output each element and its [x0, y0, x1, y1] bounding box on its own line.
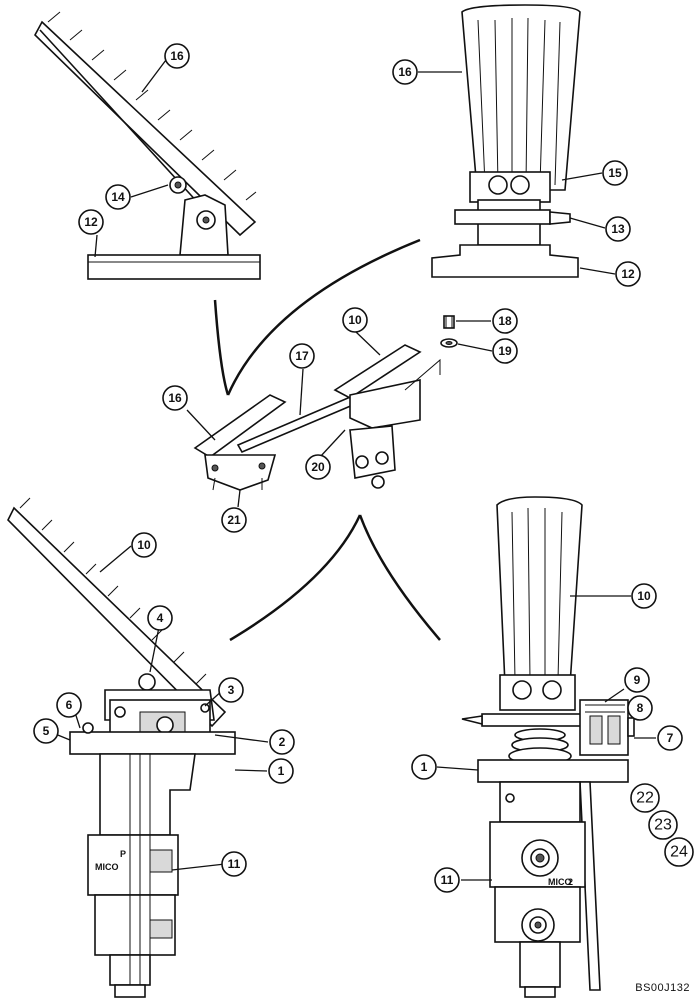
callout-16-center: 16 — [162, 385, 188, 411]
callout-17: 17 — [289, 343, 315, 369]
svg-text:13: 13 — [611, 222, 625, 236]
valve-number: 2 — [568, 877, 573, 887]
callout-19: 19 — [492, 338, 518, 364]
callout-12-top-left: 12 — [78, 209, 104, 235]
callout-10-bottom-left: 10 — [131, 532, 157, 558]
leader-lines — [47, 59, 656, 881]
callout-20: 20 — [305, 454, 331, 480]
callout-10-center: 10 — [342, 307, 368, 333]
svg-text:6: 6 — [66, 698, 73, 712]
svg-text:15: 15 — [608, 166, 622, 180]
callout-5: 5 — [33, 718, 59, 744]
svg-text:7: 7 — [667, 731, 674, 745]
callout-22: 22 — [630, 783, 660, 813]
svg-text:10: 10 — [137, 538, 151, 552]
svg-text:11: 11 — [441, 873, 454, 887]
svg-text:22: 22 — [636, 790, 654, 807]
svg-text:17: 17 — [295, 349, 309, 363]
svg-text:3: 3 — [228, 683, 235, 697]
callout-7: 7 — [657, 725, 683, 751]
svg-text:4: 4 — [157, 611, 164, 625]
pedal-assembly-perspective — [193, 238, 458, 491]
callout-8: 8 — [627, 695, 653, 721]
callout-9: 9 — [624, 667, 650, 693]
svg-text:16: 16 — [168, 391, 182, 405]
callout-2: 2 — [269, 729, 295, 755]
svg-text:1: 1 — [278, 764, 285, 778]
callout-13: 13 — [605, 216, 631, 242]
svg-text:16: 16 — [170, 49, 184, 63]
callout-21: 21 — [221, 507, 247, 533]
callout-24: 24 — [664, 837, 694, 867]
svg-text:11: 11 — [228, 857, 241, 871]
pedal-16-front-view — [431, 4, 581, 278]
callout-4: 4 — [147, 605, 173, 631]
svg-text:23: 23 — [654, 817, 672, 834]
pedal-valve-front-view: MICO 2 — [461, 496, 635, 998]
svg-text:1: 1 — [421, 760, 428, 774]
svg-text:2: 2 — [279, 735, 286, 749]
callout-10-bottom-right: 10 — [631, 583, 657, 609]
svg-text:8: 8 — [637, 701, 644, 715]
pedal-16-side-view — [34, 11, 261, 280]
svg-text:19: 19 — [498, 344, 512, 358]
svg-text:18: 18 — [498, 314, 512, 328]
valve-brand-left: MICO — [95, 862, 119, 872]
svg-text:24: 24 — [670, 844, 688, 861]
callout-11-bottom-left: 11 — [221, 851, 247, 877]
callout-1-bottom-right: 1 — [411, 754, 437, 780]
pedal-valve-side-view: MICO P — [7, 497, 236, 998]
svg-text:9: 9 — [634, 673, 641, 687]
svg-text:16: 16 — [398, 65, 412, 79]
view-arrows-lower — [229, 514, 441, 642]
svg-text:12: 12 — [84, 215, 98, 229]
callout-11-bottom-right: 11 — [434, 867, 460, 893]
valve-brand-right: MICO — [548, 877, 572, 887]
callout-15: 15 — [602, 160, 628, 186]
callout-16-top-left: 16 — [164, 43, 190, 69]
callouts: 16 14 12 16 15 13 12 10 18 19 17 16 20 2… — [33, 43, 694, 893]
valve-port-label: P — [120, 849, 126, 859]
callout-23: 23 — [648, 810, 678, 840]
figure-reference-code: BS00J132 — [635, 982, 690, 994]
callout-6: 6 — [56, 692, 82, 718]
svg-text:21: 21 — [227, 513, 241, 527]
callout-16-top-right: 16 — [392, 59, 418, 85]
callout-18: 18 — [492, 308, 518, 334]
svg-text:10: 10 — [637, 589, 651, 603]
callout-14: 14 — [105, 184, 131, 210]
callout-1-bottom-left: 1 — [268, 758, 294, 784]
svg-text:20: 20 — [311, 460, 325, 474]
svg-text:14: 14 — [111, 190, 125, 204]
callout-12-top-right: 12 — [615, 261, 641, 287]
svg-text:10: 10 — [348, 313, 362, 327]
svg-text:12: 12 — [621, 267, 635, 281]
callout-3: 3 — [218, 677, 244, 703]
svg-text:5: 5 — [43, 724, 50, 738]
